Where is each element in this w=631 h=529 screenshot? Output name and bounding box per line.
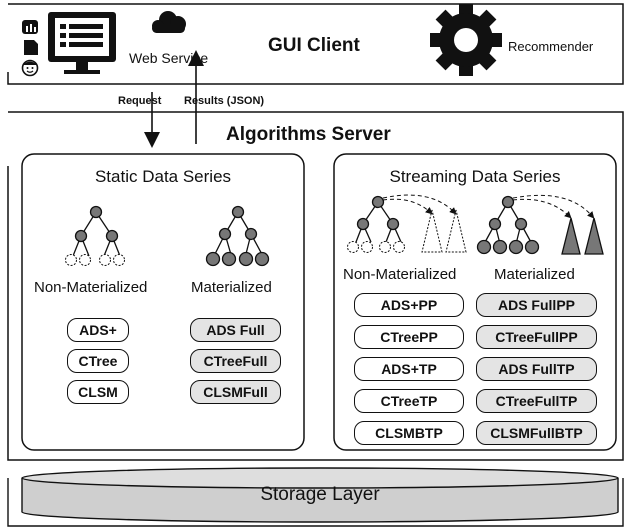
algorithms-server-title: Algorithms Server	[226, 124, 391, 145]
request-label: Request	[118, 95, 162, 107]
algorithm-ctree[interactable]: CTree	[67, 349, 129, 373]
face-icon	[21, 59, 39, 77]
storage-layer-cylinder	[21, 467, 619, 523]
monitor-icon	[48, 12, 116, 74]
algorithm-ads-plus-tp[interactable]: ADS+TP	[354, 357, 464, 381]
algorithm-ads-fulltp[interactable]: ADS FullTP	[476, 357, 597, 381]
streaming-non-materialized-label: Non-Materialized	[343, 266, 457, 283]
algorithm-ctreefull[interactable]: CTreeFull	[190, 349, 281, 373]
chart-icon	[22, 20, 38, 34]
streaming-non-materialized-tree	[347, 194, 467, 253]
gui-client-frame	[7, 3, 624, 85]
recommender-label: Recommender	[508, 39, 594, 54]
web-service-label: Web Service	[129, 50, 209, 66]
algorithm-ads-plus[interactable]: ADS+	[67, 318, 129, 342]
algorithm-ads-full[interactable]: ADS Full	[190, 318, 281, 342]
algorithms-server-frame	[7, 111, 624, 461]
streaming-materialized-label: Materialized	[494, 266, 575, 283]
static-non-materialized-tree	[65, 205, 125, 266]
algorithm-clsmbtp[interactable]: CLSMBTP	[354, 421, 464, 445]
static-materialized-tree	[205, 205, 270, 267]
algorithm-clsmfullbtp[interactable]: CLSMFullBTP	[476, 421, 597, 445]
algorithm-clsm[interactable]: CLSM	[67, 380, 129, 404]
algorithm-ctreepp[interactable]: CTreePP	[354, 325, 464, 349]
algorithm-ads-fullpp[interactable]: ADS FullPP	[476, 293, 597, 317]
algorithm-ctreefulltp[interactable]: CTreeFullTP	[476, 389, 597, 413]
streaming-materialized-tree	[476, 194, 604, 255]
static-non-materialized-label: Non-Materialized	[34, 279, 148, 296]
cloud-icon	[152, 11, 186, 33]
algorithm-ctreefullpp[interactable]: CTreeFullPP	[476, 325, 597, 349]
gear-icon	[430, 4, 502, 76]
static-panel-title: Static Data Series	[94, 167, 232, 186]
storage-frame	[7, 478, 624, 527]
gui-client-title: GUI Client	[268, 35, 360, 56]
storage-layer-label: Storage Layer	[260, 484, 380, 505]
algorithm-ctreetp[interactable]: CTreeTP	[354, 389, 464, 413]
results-label: Results (JSON)	[184, 95, 265, 107]
algorithm-clsmfull[interactable]: CLSMFull	[190, 380, 281, 404]
static-panel-box	[21, 153, 305, 451]
streaming-panel-title: Streaming Data Series	[389, 167, 561, 186]
algorithm-ads-plus-pp[interactable]: ADS+PP	[354, 293, 464, 317]
static-materialized-label: Materialized	[191, 279, 272, 296]
document-icon	[24, 40, 38, 55]
